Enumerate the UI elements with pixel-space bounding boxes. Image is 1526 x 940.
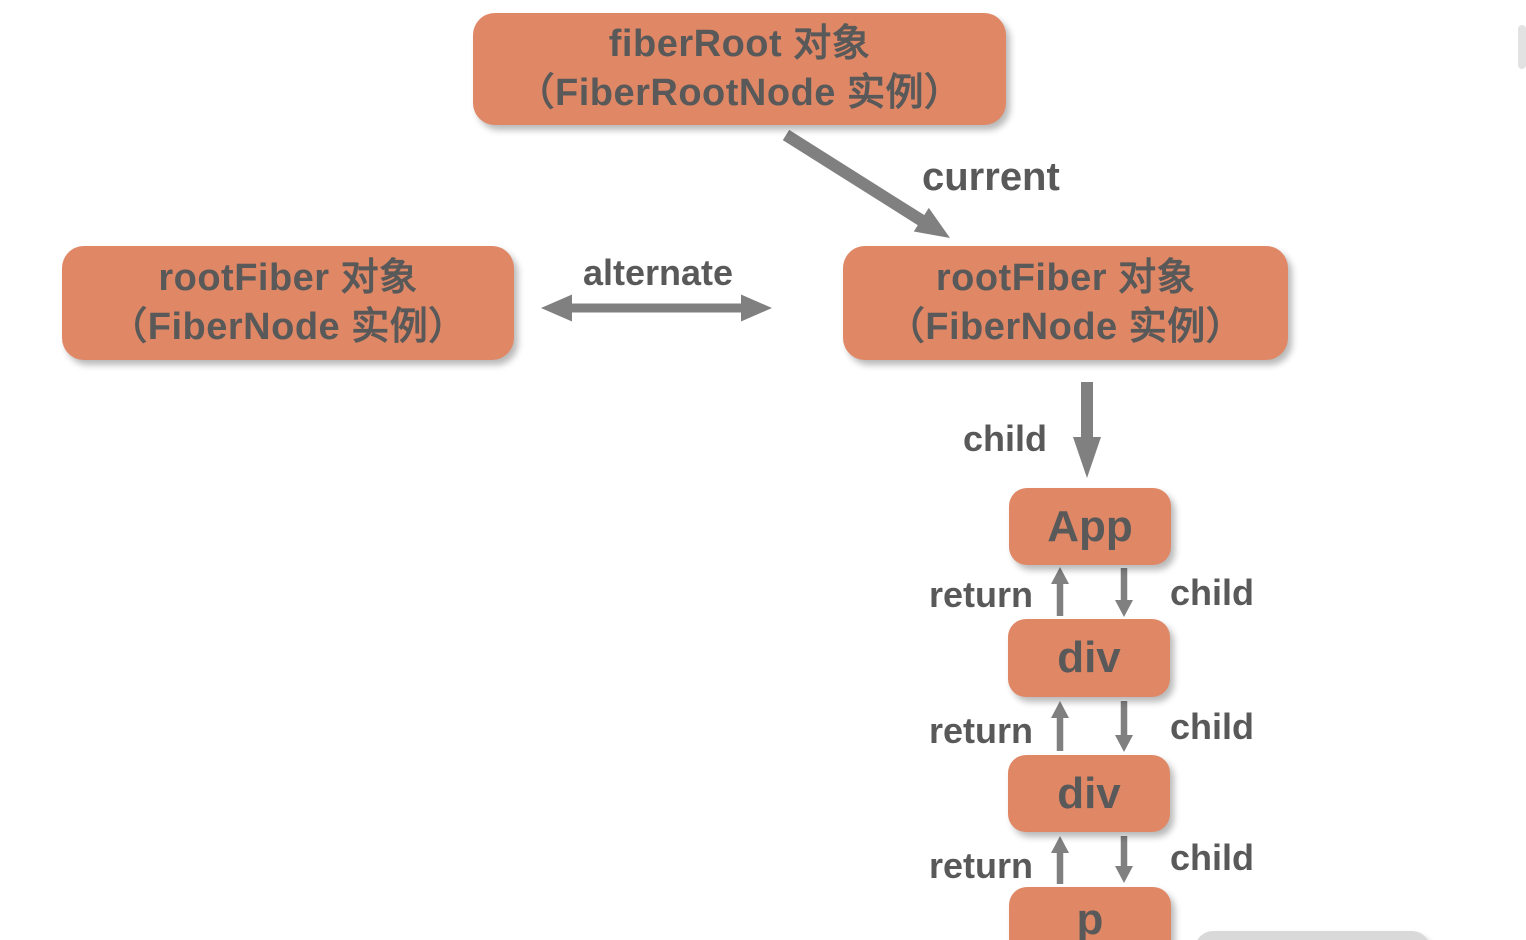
- p-node-label: p: [1076, 895, 1104, 940]
- child-arrow-1: [1115, 568, 1133, 617]
- return-arrow-2: [1051, 701, 1069, 751]
- root-fiber-left-node: rootFiber 对象 （FiberNode 实例）: [62, 246, 514, 360]
- div-node-2: div: [1008, 755, 1170, 832]
- div-node-1-label: div: [1057, 633, 1121, 682]
- fiber-root-line2: （FiberRootNode 实例）: [516, 72, 963, 114]
- root-fiber-right-line2: （FiberNode 实例）: [886, 306, 1245, 348]
- root-fiber-right-node: rootFiber 对象 （FiberNode 实例）: [843, 246, 1288, 360]
- return-arrow-3: [1051, 836, 1069, 884]
- alternate-arrow: [541, 294, 772, 322]
- fiber-root-node: fiberRoot 对象 （FiberRootNode 实例）: [473, 13, 1006, 125]
- child-label-3: child: [1170, 837, 1255, 878]
- app-node-label: App: [1047, 501, 1133, 551]
- div-node-1: div: [1008, 619, 1170, 697]
- child-arrow-2: [1115, 701, 1133, 752]
- div-node-2-label: div: [1057, 768, 1121, 818]
- return-arrow-1: [1051, 567, 1069, 616]
- root-fiber-left-line2: （FiberNode 实例）: [109, 306, 467, 348]
- scrollbar-thumb[interactable]: [1518, 25, 1526, 69]
- app-node: App: [1009, 488, 1171, 565]
- root-fiber-right-line1: rootFiber 对象: [935, 257, 1196, 299]
- p-node: p: [1009, 887, 1171, 940]
- root-fiber-left-line1: rootFiber 对象: [158, 257, 418, 299]
- root-child-label: child: [963, 418, 1048, 459]
- fiber-root-line1: fiberRoot 对象: [608, 23, 871, 65]
- return-label-1: return: [929, 574, 1034, 615]
- child-label-1: child: [1170, 572, 1255, 613]
- partial-gray-node: [1195, 931, 1430, 940]
- root-child-arrow: [1073, 382, 1101, 478]
- alternate-label: alternate: [583, 252, 734, 293]
- current-label: current: [922, 155, 1060, 199]
- child-label-2: child: [1170, 706, 1255, 747]
- return-label-2: return: [929, 710, 1034, 751]
- return-label-3: return: [929, 845, 1034, 886]
- child-arrow-3: [1115, 836, 1133, 883]
